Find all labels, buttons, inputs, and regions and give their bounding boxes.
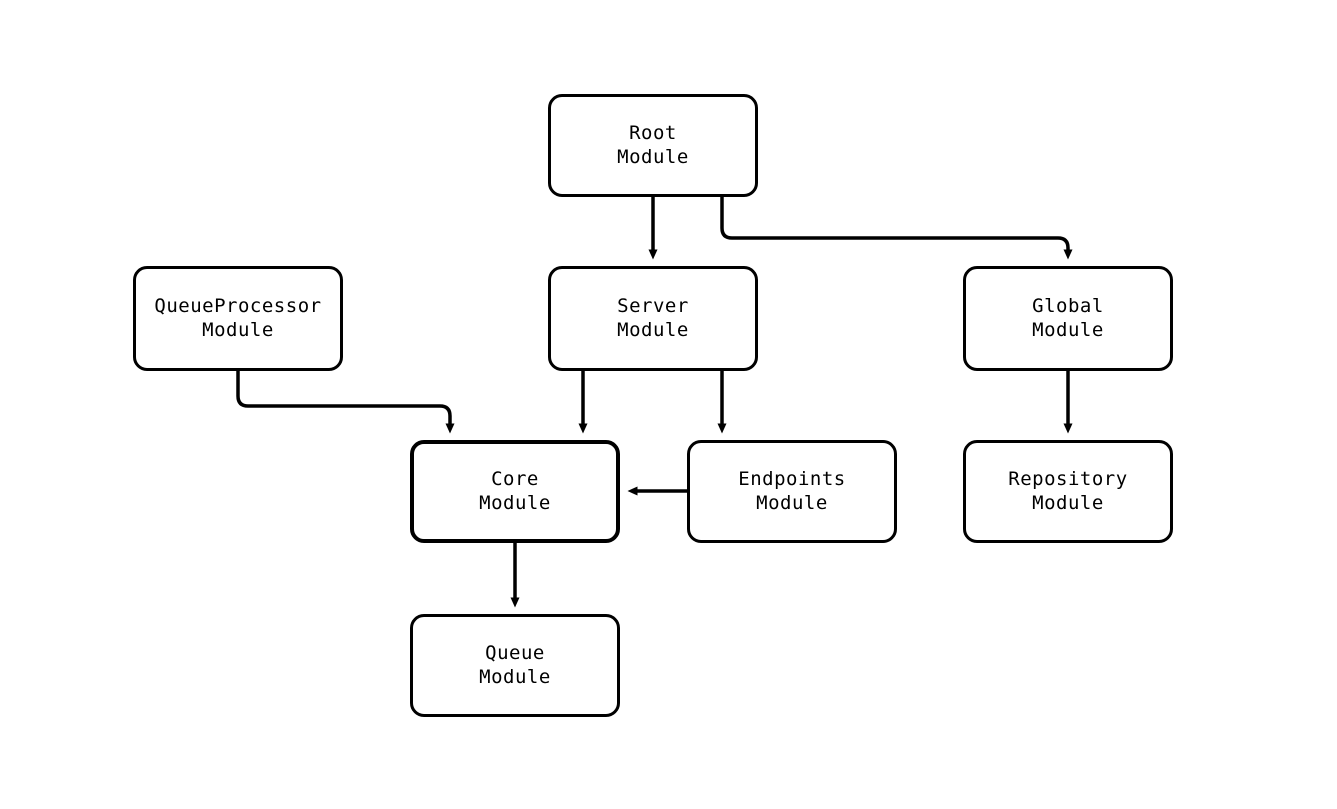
node-repository-module-label-line1: Repository — [1008, 468, 1128, 491]
node-global-module[interactable]: Global Module — [963, 266, 1173, 371]
node-endpoints-module[interactable]: Endpoints Module — [687, 440, 897, 543]
node-queue-module-label-line2: Module — [479, 665, 551, 688]
node-repository-module[interactable]: Repository Module — [963, 440, 1173, 543]
node-endpoints-module-label-line2: Module — [756, 491, 828, 514]
node-queue-module-label-line1: Queue — [485, 642, 545, 665]
node-server-module-label-line1: Server — [617, 295, 689, 318]
edge-queueprocessor-to-core — [236, 371, 455, 434]
node-root-module-label-line2: Module — [617, 145, 689, 168]
node-core-module-label-line2: Module — [479, 491, 551, 514]
node-global-module-label-line1: Global — [1032, 295, 1104, 318]
node-root-module-label-line1: Root — [629, 122, 677, 145]
node-root-module[interactable]: Root Module — [548, 94, 758, 197]
node-endpoints-module-label-line1: Endpoints — [738, 468, 846, 491]
edge-root-to-global — [720, 197, 1073, 260]
node-core-module-label-line1: Core — [491, 468, 539, 491]
node-core-module[interactable]: Core Module — [410, 440, 620, 543]
node-queue-module[interactable]: Queue Module — [410, 614, 620, 717]
node-queueprocessor-module-label-line2: Module — [202, 318, 274, 341]
node-queueprocessor-module-label-line1: QueueProcessor — [154, 295, 322, 318]
node-global-module-label-line2: Module — [1032, 318, 1104, 341]
node-server-module[interactable]: Server Module — [548, 266, 758, 371]
node-queueprocessor-module[interactable]: QueueProcessor Module — [133, 266, 343, 371]
node-server-module-label-line2: Module — [617, 318, 689, 341]
node-repository-module-label-line2: Module — [1032, 491, 1104, 514]
